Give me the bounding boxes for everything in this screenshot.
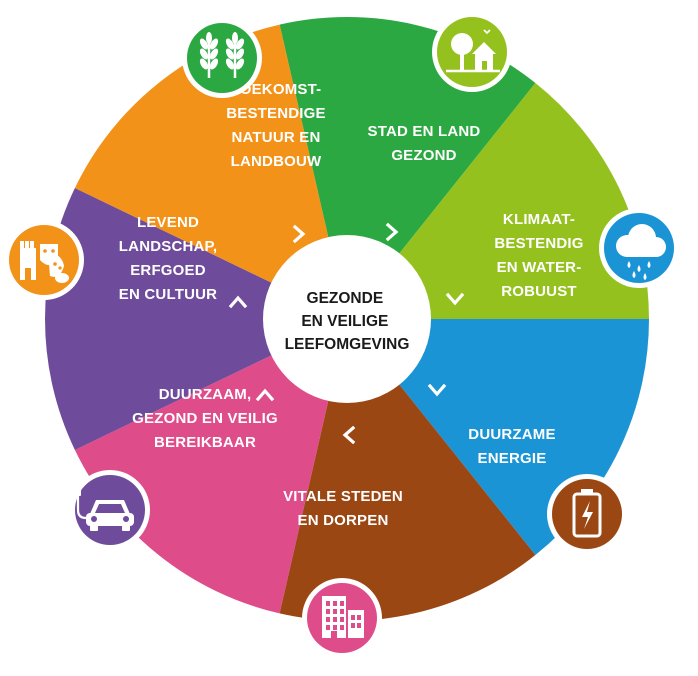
svg-text:GEZONDE EN VEILIGE: GEZONDE EN VEILIGE LEEFOMGEVING: [285, 290, 410, 353]
segment-label-mobiliteit-line-1: DUURZAAM,: [159, 386, 252, 403]
segment-label-landschap-line-2: LANDSCHAP,: [119, 238, 217, 255]
segment-label-klimaat-line-1: KLIMAAT-: [503, 211, 575, 228]
segment-label-energie: DUURZAME ENERGIE: [468, 426, 555, 467]
battery-icon: [547, 474, 627, 554]
segment-label-natuur-line-2: BESTENDIGE: [226, 105, 326, 122]
heritage-icon: [4, 220, 84, 300]
chevrons-layer: [228, 222, 465, 445]
segment-label-natuur: TOEKOMST- BESTENDIGE NATUUR EN LANDBOUW: [226, 81, 326, 170]
flow-chevron-mobiliteit: [255, 388, 275, 402]
segment-label-klimaat-line-3: EN WATER-: [497, 259, 582, 276]
segment-label-steden: VITALE STEDEN EN DORPEN: [283, 488, 403, 529]
segment-label-klimaat-line-2: BESTENDIG: [494, 235, 583, 252]
flow-chevron-landschap: [228, 295, 248, 309]
segment-label-stad-line-2: GEZOND: [391, 147, 456, 164]
center-label-line-1: GEZONDE: [307, 290, 384, 307]
electric-car-icon: [70, 470, 150, 550]
center-circle: GEZONDE EN VEILIGE LEEFOMGEVING: [263, 235, 431, 403]
flow-chevron-energie: [427, 383, 447, 397]
segment-label-mobiliteit: DUURZAAM, GEZOND EN VEILIG BEREIKBAAR: [132, 386, 278, 451]
segment-label-steden-line-1: VITALE STEDEN: [283, 488, 403, 505]
segment-label-energie-line-1: DUURZAME: [468, 426, 555, 443]
segment-label-mobiliteit-line-3: BEREIKBAAR: [154, 434, 256, 451]
segment-steden: [74, 319, 348, 614]
segment-landschap: [74, 24, 348, 319]
flow-chevron-steden: [342, 425, 356, 445]
segment-stad: [347, 83, 649, 319]
segment-label-natuur-line-4: LANDBOUW: [231, 153, 322, 170]
segment-label-mobiliteit-line-2: GEZOND EN VEILIG: [132, 410, 278, 427]
segment-label-landschap-line-4: EN CULTUUR: [119, 286, 217, 303]
center-label-line-3: LEEFOMGEVING: [285, 336, 410, 353]
segment-label-landschap-line-3: ERFGOED: [130, 262, 206, 279]
badges-layer: [4, 12, 679, 658]
wheat-icon: [182, 18, 262, 98]
segment-label-natuur-line-1: TOEKOMST-: [231, 81, 322, 98]
segment-label-klimaat-line-4: ROBUUST: [501, 283, 577, 300]
segment-label-landschap-line-1: LEVEND: [137, 214, 199, 231]
segment-mobiliteit: [45, 188, 348, 450]
labels-layer: TOEKOMST- BESTENDIGE NATUUR EN LANDBOUW STAD…: [119, 81, 584, 529]
segment-label-steden-line-2: EN DORPEN: [298, 512, 389, 529]
flow-chevron-stad: [385, 222, 399, 242]
rain-cloud-icon: [599, 208, 679, 288]
segment-label-landschap: LEVEND LANDSCHAP, ERFGOED EN CULTUUR: [119, 214, 217, 303]
buildings-icon: [302, 578, 382, 658]
segment-label-stad: STAD EN LAND GEZOND: [368, 123, 481, 164]
segment-label-stad-line-1: STAD EN LAND: [368, 123, 481, 140]
segment-label-energie-line-2: ENERGIE: [478, 450, 547, 467]
tree-house-icon: [432, 12, 512, 92]
flow-chevron-klimaat: [445, 292, 465, 306]
segment-label-klimaat: KLIMAAT- BESTENDIG EN WATER- ROBUUST: [494, 211, 583, 300]
flow-chevron-natuur: [292, 224, 306, 244]
center-label-line-2: EN VEILIGE: [301, 313, 388, 330]
segment-label-natuur-line-3: NATUUR EN: [231, 129, 320, 146]
